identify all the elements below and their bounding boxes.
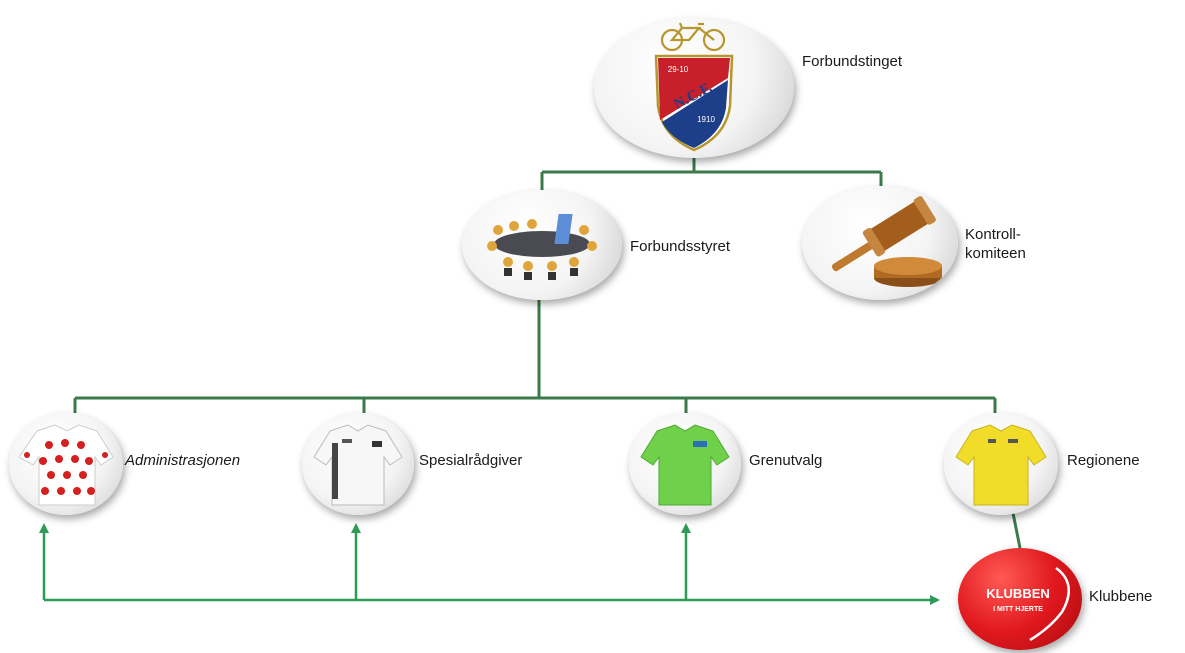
regionene-label: Regionene [1067,452,1140,469]
administrasjonen-node [9,413,123,515]
ncf-logo-icon: 29-10 N.C.F. 1910 [654,22,734,152]
yellow-jersey-icon [955,424,1047,506]
forbundstinget-label: Forbundstinget [802,53,903,70]
connector-lines [73,158,1022,549]
regionene-node [944,413,1058,515]
gavel-icon [831,196,942,287]
feedback-arrows [39,523,940,605]
administrasjonen-label: Administrasjonen [125,452,241,469]
forbundstinget-node: 29-10 N.C.F. 1910 [594,18,794,158]
grenutvalg-label: Grenutvalg [749,452,823,469]
spesialradgiver-node [302,413,414,515]
kontrollkomiteen-label-line2: komiteen [965,245,1026,262]
logo-year-right: 1910 [697,115,715,124]
kontrollkomiteen-label-line1: Kontroll- [965,226,1021,243]
forbundsstyret-node [462,190,622,300]
spesialradgiver-label: Spesialrådgiver [419,452,523,469]
green-jersey-icon [640,424,730,506]
klubbene-label: Klubbene [1089,588,1153,605]
polka-dot-jersey-icon [18,424,114,506]
forbundsstyret-label: Forbundsstyret [630,238,731,255]
kontrollkomiteen-node [802,186,958,300]
logo-year-left: 29-10 [668,65,689,74]
klubbene-node: KLUBBEN I MITT HJERTE [958,548,1082,650]
klubben-heart-icon: KLUBBEN I MITT HJERTE [986,566,1070,642]
white-jersey-icon [313,424,403,506]
klubben-badge-line1: KLUBBEN [986,586,1050,601]
connector-regionene-to-klubbene [1010,507,1022,549]
grenutvalg-node [629,413,741,515]
board-meeting-icon [487,214,597,280]
klubben-badge-line2: I MITT HJERTE [993,606,1043,613]
